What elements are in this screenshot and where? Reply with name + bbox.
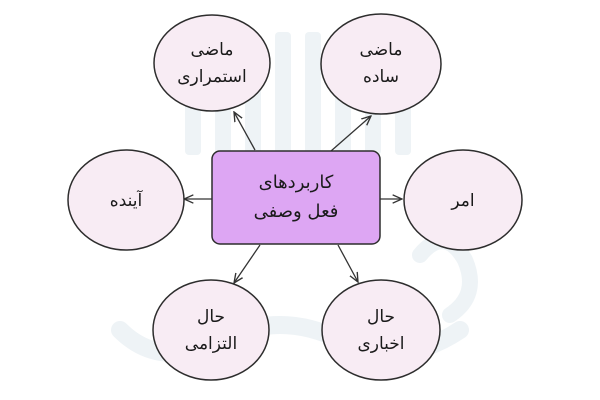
node-future: آینده xyxy=(67,149,185,251)
edges xyxy=(184,112,402,283)
edge-to-present-subjunctive xyxy=(234,244,261,283)
node-label-line2: التزامی xyxy=(185,334,237,354)
edge-to-present-indicative xyxy=(337,244,358,282)
node-label-line1: آینده xyxy=(110,189,144,211)
node-past-continuous: ماضی استمراری xyxy=(153,14,271,112)
center-box xyxy=(211,150,381,245)
node-label-line2: ساده xyxy=(363,67,399,87)
edge-to-past-simple xyxy=(330,116,371,152)
node-past-simple: ماضی ساده xyxy=(320,13,442,115)
node-label-line1: ماضی xyxy=(360,40,403,60)
node-present-subjunctive: حال التزامی xyxy=(152,279,270,381)
node-label-line1: حال xyxy=(197,307,225,327)
center-title-line2: فعل وصفی xyxy=(254,201,339,222)
node-present-indicative: حال اخباری xyxy=(321,279,441,381)
edge-to-past-continuous xyxy=(234,112,256,151)
node-label-line1: حال xyxy=(367,307,395,327)
node-label-line1: امر xyxy=(450,191,474,211)
node-imperative: امر xyxy=(403,149,523,251)
center-title-line1: کاربردهای xyxy=(259,172,334,193)
node-label-line1: ماضی xyxy=(191,40,234,60)
node-label-line2: اخباری xyxy=(357,334,404,354)
node-label-line2: استمراری xyxy=(177,67,247,87)
center-node: کاربردهای فعل وصفی xyxy=(211,150,381,245)
